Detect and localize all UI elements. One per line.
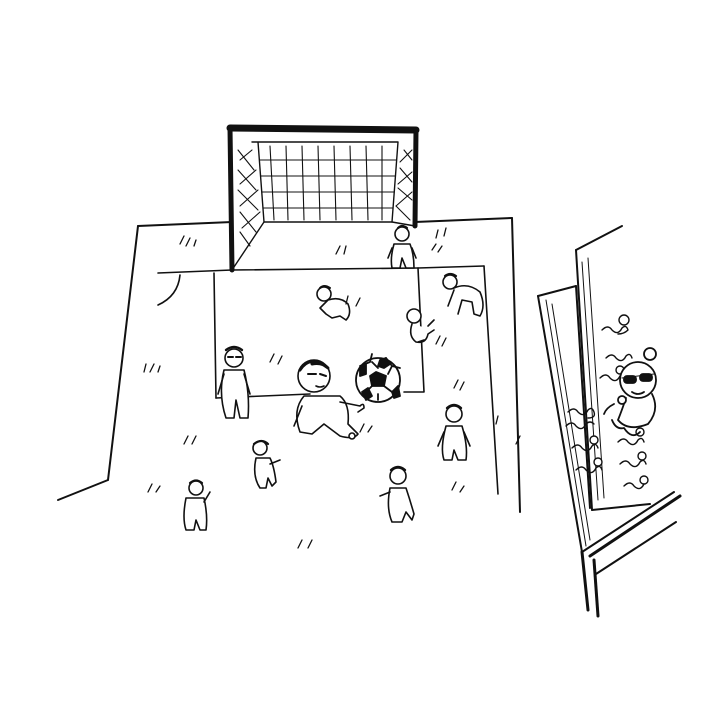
player — [437, 403, 471, 461]
player-kicking-ball — [293, 359, 365, 440]
players — [183, 224, 484, 531]
spectator — [567, 407, 596, 419]
spectator — [619, 451, 647, 468]
player — [442, 272, 484, 317]
spectator — [571, 435, 599, 452]
spectators — [565, 314, 649, 490]
grass-tufts — [143, 227, 521, 549]
player — [316, 285, 351, 321]
soccer-ball — [355, 353, 401, 403]
player — [183, 479, 211, 531]
player — [252, 439, 281, 489]
corner-arc — [157, 274, 181, 306]
spectator — [565, 421, 595, 430]
spectator — [601, 314, 630, 335]
spectator — [623, 475, 649, 490]
spectator-stands — [537, 225, 682, 618]
player — [217, 345, 251, 419]
spectator — [617, 427, 645, 446]
player — [406, 308, 435, 344]
player — [379, 465, 415, 523]
player-goalkeeper — [387, 224, 417, 269]
penalty-box — [157, 265, 499, 495]
field-outline — [57, 217, 521, 513]
spectator-with-sunglasses — [603, 347, 657, 437]
soccer-goal — [226, 124, 420, 273]
spectator — [605, 353, 633, 362]
goal-net — [237, 145, 413, 247]
spectator — [575, 457, 603, 474]
